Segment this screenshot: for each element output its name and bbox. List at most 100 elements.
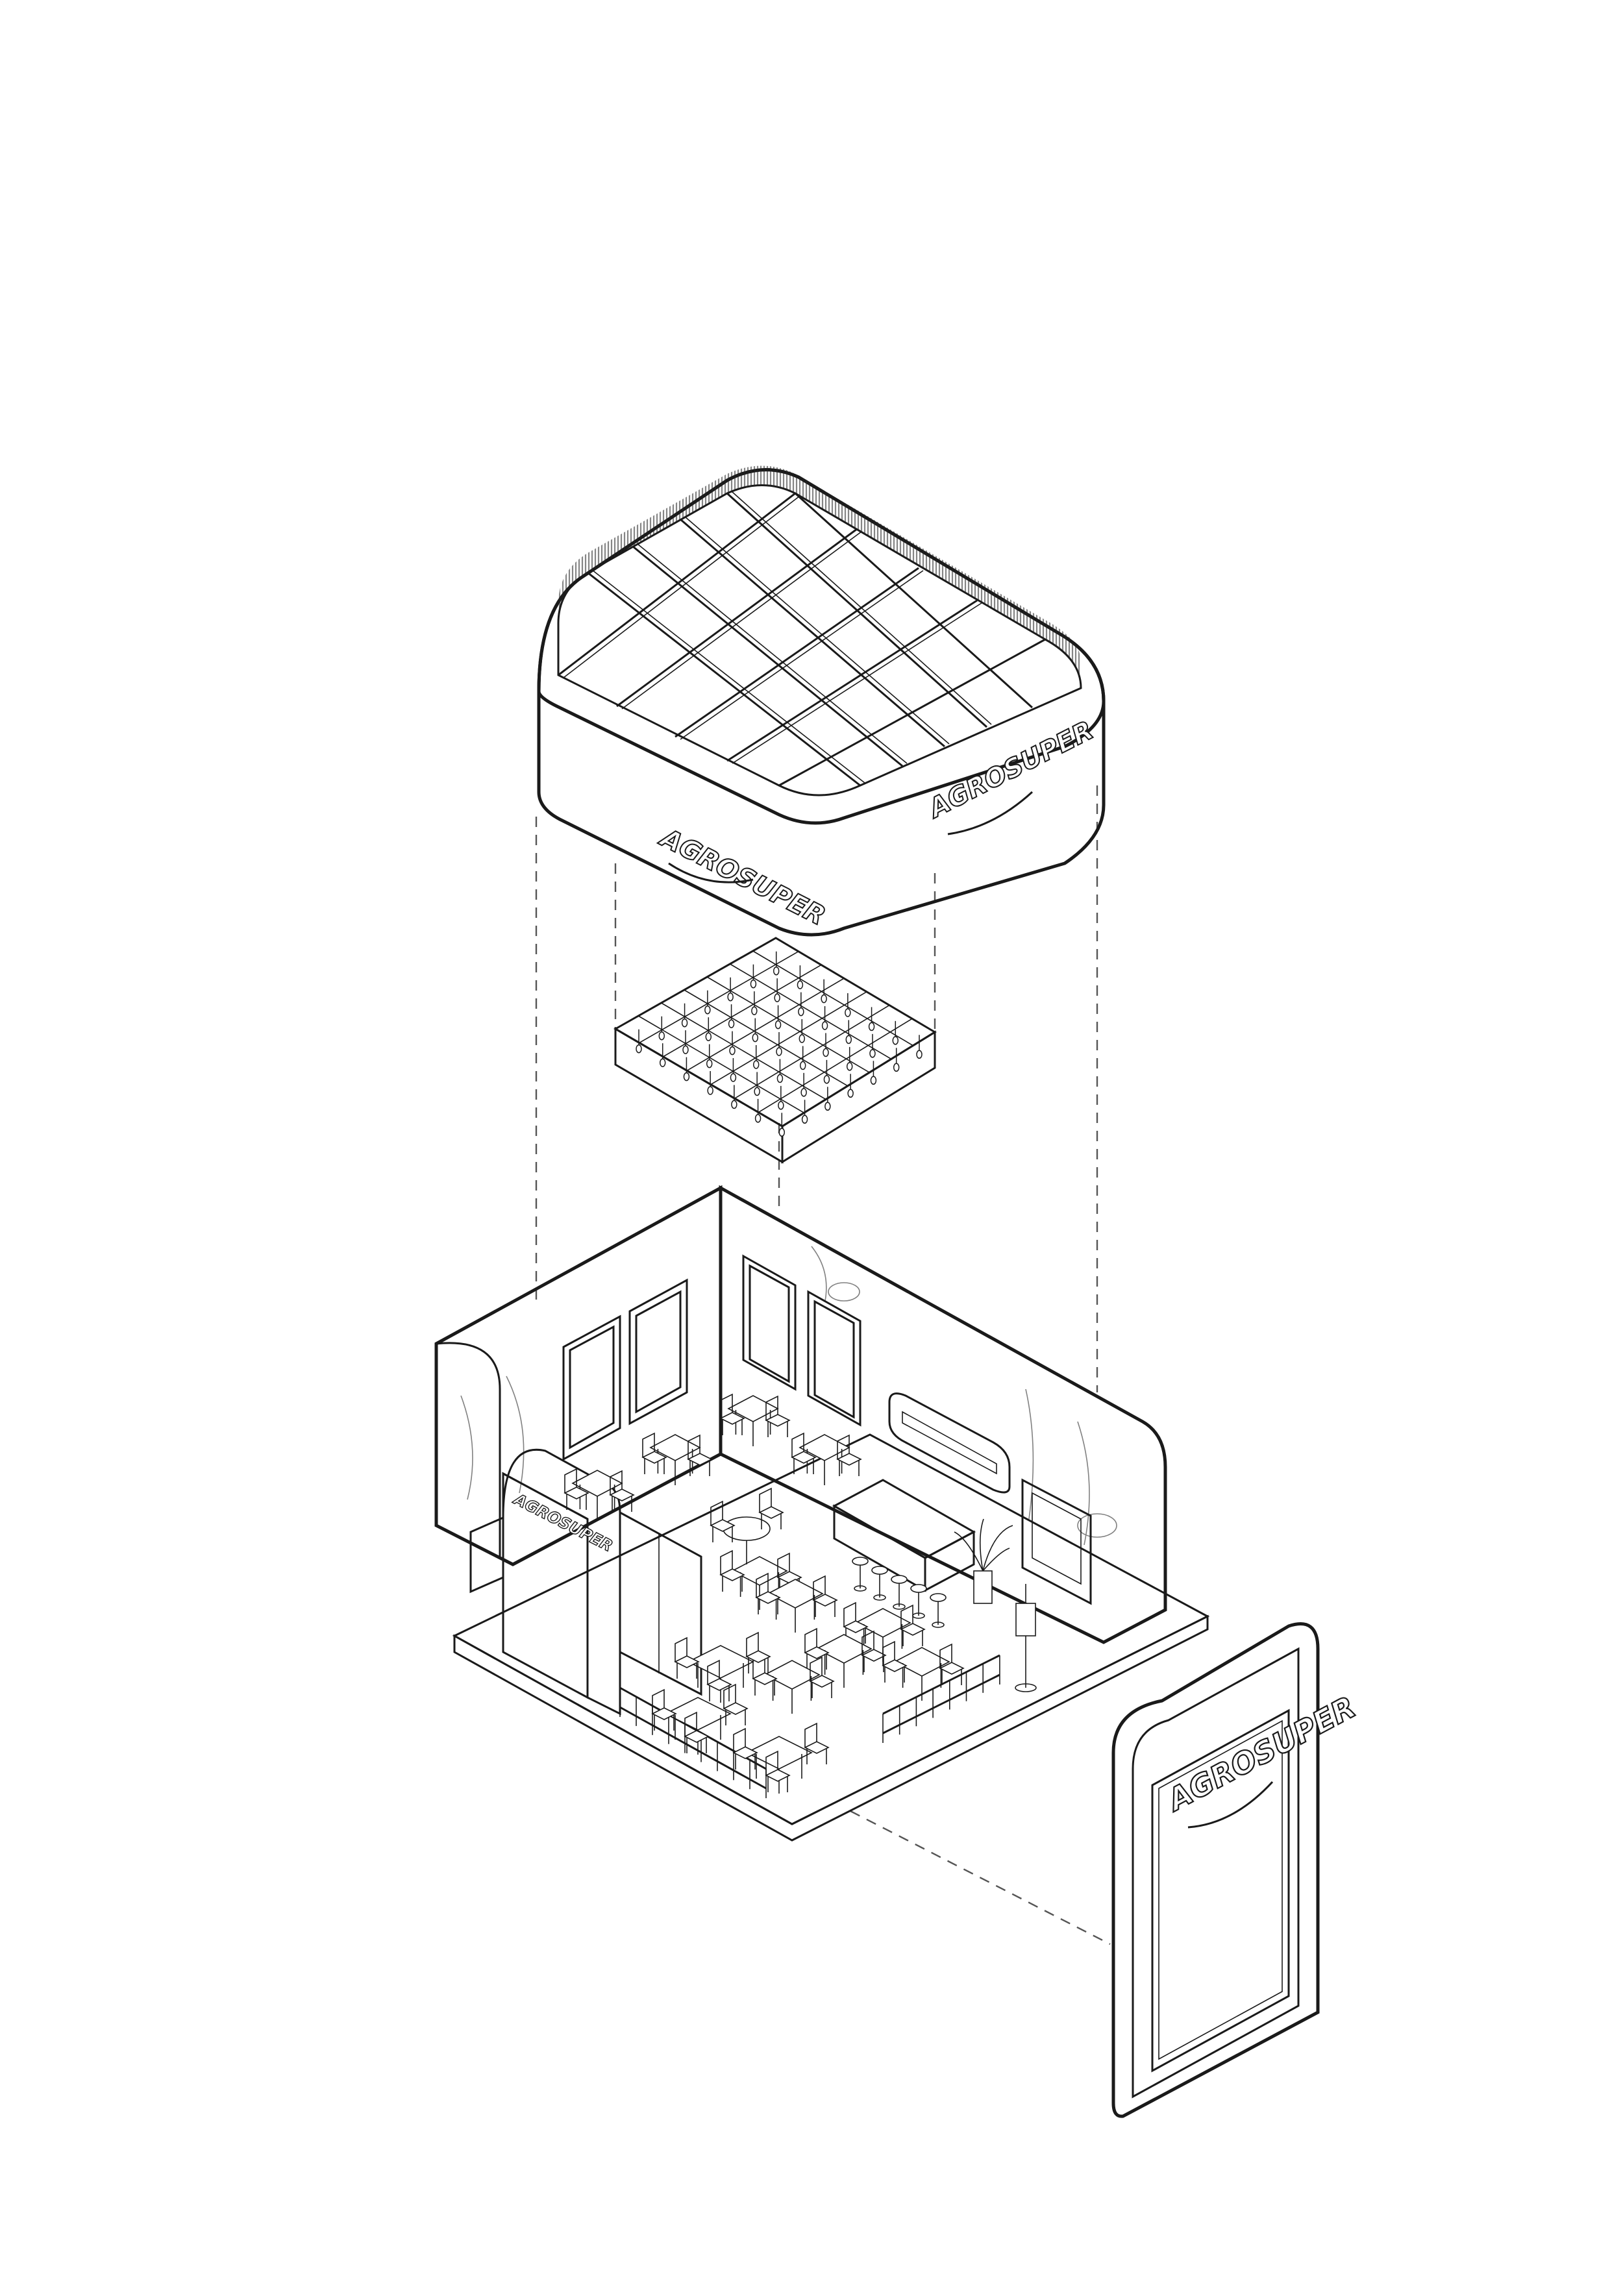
chair: [564, 1487, 589, 1500]
pendant-lamp-icon: [774, 993, 780, 1002]
table: [745, 1736, 813, 1770]
chair: [706, 1678, 732, 1691]
bar-stool: [891, 1575, 908, 1584]
wall-screen: [1021, 1478, 1092, 1605]
table: [763, 1660, 821, 1690]
chair: [687, 1453, 713, 1466]
pendant-lamp-icon: [847, 1089, 854, 1098]
chair: [710, 1519, 736, 1532]
pendant-lamp-icon: [798, 1007, 804, 1017]
pendant-lamp-icon: [892, 1036, 899, 1045]
pendant-lamp-icon: [778, 1101, 784, 1110]
projection-line-panel: [850, 1810, 1111, 1945]
chair: [791, 1451, 817, 1464]
floor-slab-top: [452, 1433, 1210, 1825]
lighting-grid: [613, 937, 937, 1164]
chair: [758, 1506, 784, 1519]
table: [815, 1634, 873, 1664]
pendant-lamp-icon: [728, 1019, 735, 1028]
pendant-lamp-icon: [821, 1021, 828, 1030]
bar-counter-side: [924, 1530, 975, 1592]
stand-floor: AGROSUPER: [434, 1185, 1210, 1842]
pendant-lamp-icon: [682, 1045, 689, 1054]
chair: [900, 1623, 926, 1636]
pendant-lamp-icon: [846, 1062, 853, 1071]
bar-niche-taps: [902, 1411, 997, 1475]
chair: [882, 1659, 908, 1672]
pendant-lamp-icon: [659, 1058, 666, 1067]
pendant-lamp-icon: [824, 1102, 831, 1111]
bar-stool: [930, 1593, 947, 1602]
pendant-lamp-icon: [731, 1100, 737, 1109]
table: [731, 1556, 788, 1586]
chair: [804, 1646, 830, 1659]
chair: [719, 1568, 745, 1581]
chair: [755, 1591, 781, 1604]
pendant-lamp-icon: [707, 1086, 713, 1095]
pendant-lamp-icon: [778, 1128, 786, 1137]
left-wall-curve: [435, 1342, 501, 1560]
kiosk-side: [469, 1516, 504, 1594]
pendant-lamp-icon: [823, 1075, 830, 1084]
furniture-layout: [564, 1393, 965, 1794]
chair: [723, 1702, 749, 1715]
logo-text: AGROSUPER: [654, 822, 830, 932]
pendant-lamp-icon: [799, 1034, 806, 1043]
chair: [843, 1620, 869, 1633]
chair: [719, 1412, 745, 1425]
pendant-lamp-icon: [845, 1035, 852, 1044]
table: [893, 1647, 950, 1677]
potted-plant: [954, 1518, 1013, 1604]
lighting-grid-lamps: [636, 951, 923, 1137]
roof-frame: AGROSUPER AGROSUPER: [537, 465, 1106, 937]
lighting-grid-side-right: [781, 1030, 936, 1164]
chair: [836, 1453, 862, 1466]
pendant-lamp-icon: [751, 1006, 758, 1015]
roof-grid-panels: [558, 492, 1046, 787]
logo-swoosh: [668, 862, 754, 883]
pendant-lamp-icon: [823, 1048, 829, 1057]
pendant-lamp-icon: [801, 1115, 808, 1124]
pendant-lamp-icon: [773, 966, 780, 976]
panel-frame-inner: [1158, 1720, 1283, 2060]
pendant-lamp-icon: [683, 1072, 690, 1081]
pendant-lamp-icon: [658, 1031, 665, 1041]
lighting-grid-lines: [638, 950, 913, 1113]
freestanding-panel: AGROSUPER: [1111, 1622, 1362, 2118]
table: [767, 1579, 824, 1609]
bar-stool: [871, 1566, 888, 1575]
wall-artworks: [562, 1254, 861, 1461]
bar-stool: [852, 1557, 869, 1566]
pendant-lamp-icon: [752, 1033, 759, 1043]
round-table: [723, 1516, 771, 1541]
chair: [674, 1655, 700, 1668]
chair: [745, 1650, 771, 1663]
pendant-lamp-icon: [754, 1087, 760, 1096]
panel-body: [1111, 1622, 1320, 2118]
chair: [641, 1451, 667, 1464]
kiosk-logo-text: AGROSUPER: [510, 1489, 615, 1555]
panel-face: [1132, 1647, 1300, 2099]
pendant-lamp-icon: [893, 1063, 900, 1072]
pendant-lamp-icon: [800, 1088, 807, 1097]
pendant-lamp-icon: [705, 1032, 712, 1041]
panel-logo-swoosh: [1187, 1781, 1274, 1829]
wall-wood-grain: [460, 1246, 1117, 1546]
pendant-lamp-icon: [797, 980, 804, 989]
chair: [609, 1488, 635, 1501]
projection-lines: [535, 785, 1111, 1945]
pendant-lamp-icon: [754, 1114, 762, 1123]
pendant-lamp-icon: [752, 1060, 760, 1069]
pendant-lamp-icon: [776, 1047, 782, 1056]
chair: [861, 1649, 887, 1662]
standing-coat-rack: [1015, 1584, 1037, 1692]
pendant-lamp-icon: [681, 1018, 688, 1028]
chair: [765, 1414, 791, 1427]
pendant-lamp-icon: [916, 1050, 923, 1059]
chair: [939, 1662, 965, 1675]
chair: [809, 1675, 835, 1688]
pendant-lamp-icon: [870, 1076, 877, 1085]
wall-screen-inner: [1032, 1492, 1082, 1585]
pendant-lamp-icon: [776, 1074, 784, 1083]
pendant-lamp-icon: [729, 1046, 736, 1055]
